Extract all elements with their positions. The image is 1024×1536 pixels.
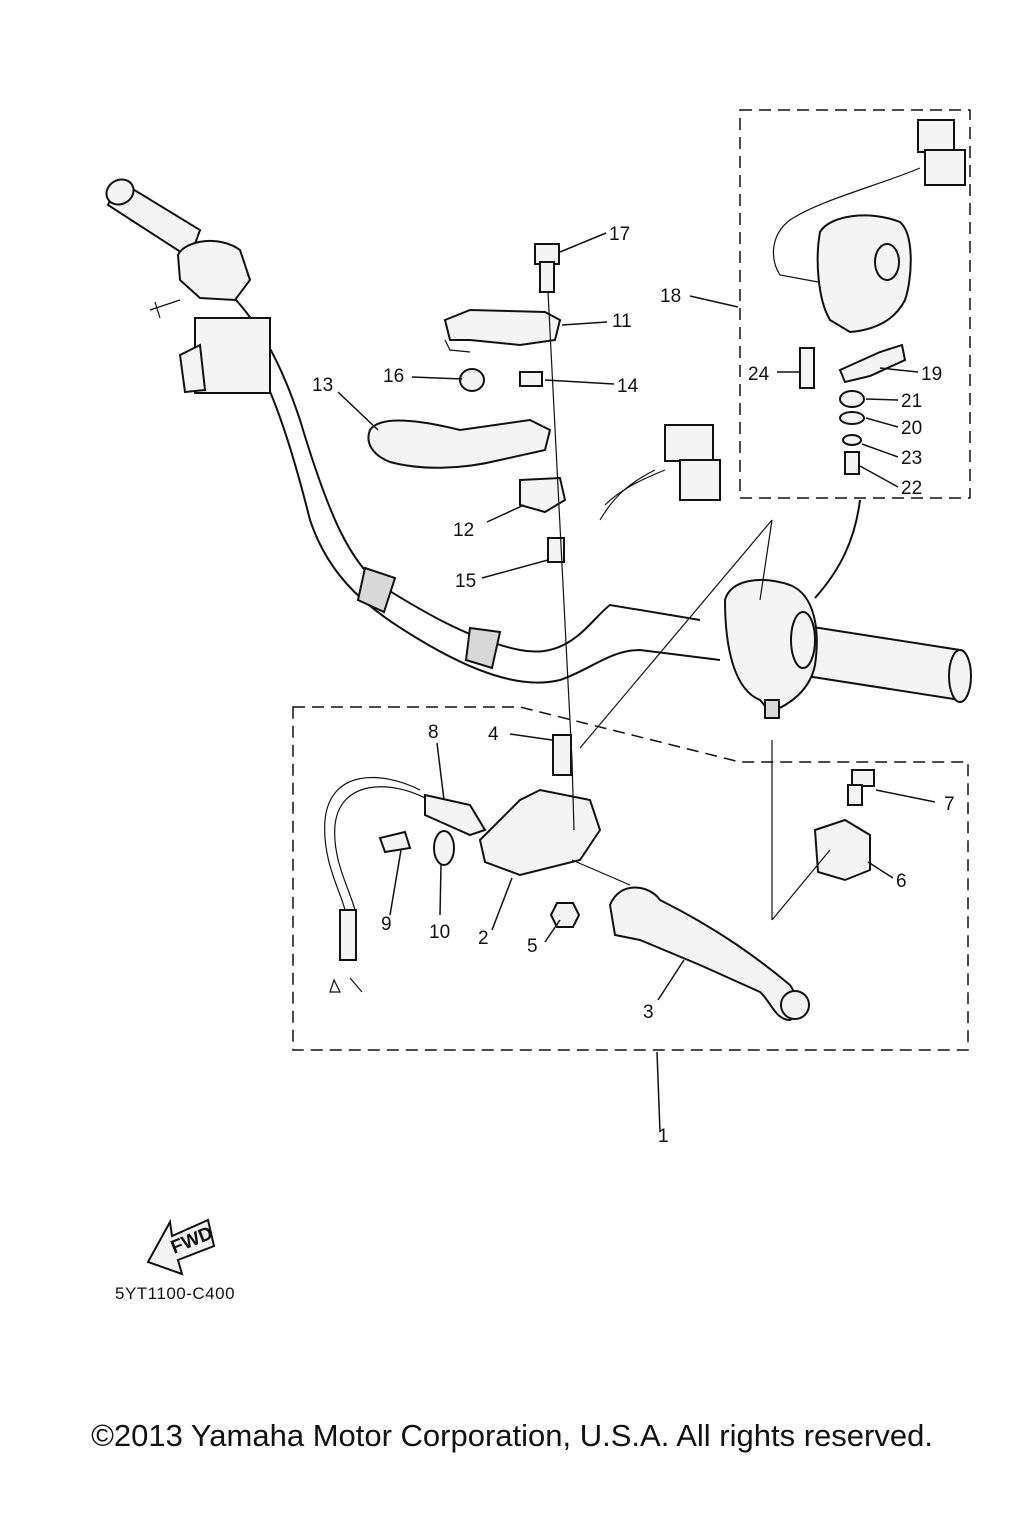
- callout-7: 7: [944, 794, 955, 815]
- callout-5: 5: [527, 936, 538, 957]
- callout-numbers: 1 2 3 4 5 6 7 8 9 10 11 12 13 14 15 16 1…: [312, 224, 955, 1147]
- callout-2: 2: [478, 928, 489, 949]
- upper-bracket-assembly: [367, 243, 573, 761]
- callout-20: 20: [901, 418, 922, 439]
- callout-9: 9: [381, 914, 392, 935]
- callout-3: 3: [643, 1002, 654, 1023]
- handlebar-switch-assembly: [579, 109, 971, 749]
- callout-17: 17: [609, 224, 630, 245]
- callout-1: 1: [658, 1126, 669, 1147]
- drawing-code: 5YT1100-C400: [115, 1284, 236, 1303]
- lever-assembly: [292, 706, 969, 1051]
- callout-16: 16: [383, 366, 404, 387]
- callout-leaders: [337, 232, 936, 1133]
- handlebar: [105, 178, 972, 719]
- callout-4: 4: [488, 724, 499, 745]
- callout-22: 22: [901, 478, 922, 499]
- callout-10: 10: [429, 922, 450, 943]
- callout-24: 24: [748, 364, 770, 385]
- callout-18: 18: [660, 286, 681, 307]
- callout-23: 23: [901, 448, 922, 469]
- callout-11: 11: [612, 311, 632, 332]
- callout-12: 12: [453, 520, 474, 541]
- copyright-notice: ©2013 Yamaha Motor Corporation, U.S.A. A…: [91, 1418, 933, 1453]
- callout-15: 15: [455, 571, 476, 592]
- callout-21: 21: [901, 391, 922, 412]
- fwd-arrow-icon: FWD: [146, 1218, 216, 1276]
- callout-6: 6: [896, 871, 907, 892]
- callout-8: 8: [428, 722, 439, 743]
- callout-19: 19: [921, 364, 942, 385]
- callout-14: 14: [617, 376, 639, 397]
- callout-13: 13: [312, 375, 333, 396]
